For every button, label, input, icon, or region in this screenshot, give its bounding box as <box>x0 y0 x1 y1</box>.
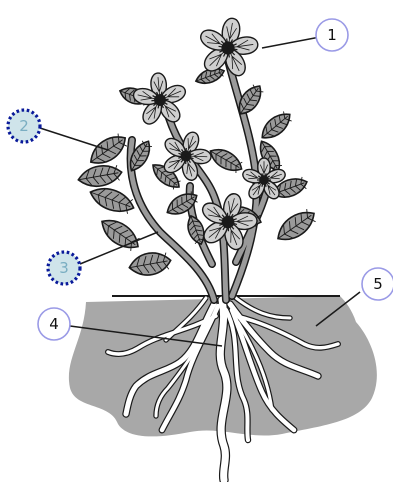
callout-3[interactable]: 3 <box>48 252 80 284</box>
leaf-10 <box>257 108 295 144</box>
leaf-5 <box>127 250 172 279</box>
leaf-2 <box>77 162 124 189</box>
callout-4[interactable]: 4 <box>38 308 70 340</box>
callout-2[interactable]: 2 <box>8 110 40 142</box>
callout-5[interactable]: 5 <box>362 268 393 300</box>
leader-line-2 <box>40 128 108 150</box>
leader-line-1 <box>262 37 320 48</box>
leaf-14 <box>272 205 319 246</box>
leaf-3 <box>87 183 137 217</box>
callout-5-label: 5 <box>373 275 383 293</box>
callout-2-label: 2 <box>19 117 29 135</box>
callout-1[interactable]: 1 <box>316 19 348 51</box>
leaf-4 <box>96 213 143 254</box>
callout-3-label: 3 <box>59 259 69 277</box>
callout-4-label: 4 <box>49 315 59 333</box>
flower-2 <box>130 71 191 129</box>
leaf-11 <box>206 144 245 176</box>
callout-1-label: 1 <box>327 26 337 44</box>
